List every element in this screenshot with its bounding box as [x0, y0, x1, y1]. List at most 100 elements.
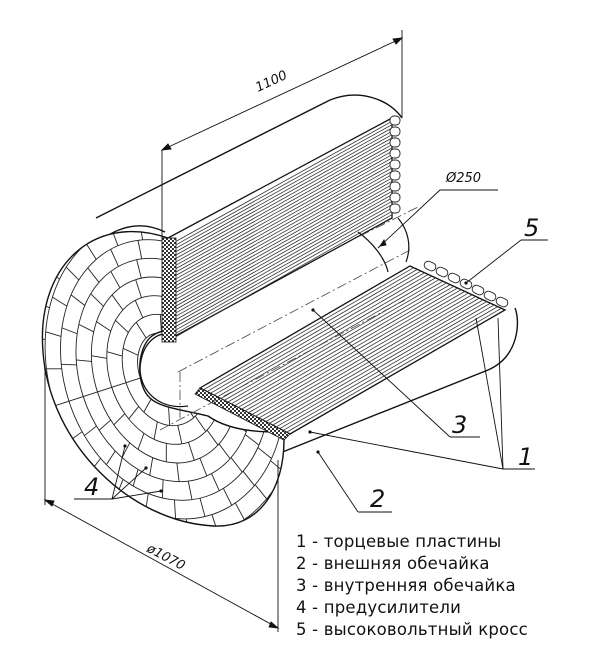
face-block-edge	[261, 293, 275, 304]
crossover-bump	[389, 181, 401, 192]
face-block-edge	[206, 429, 219, 446]
face-block-edge	[137, 433, 145, 450]
face-block-edge	[14, 340, 29, 343]
face-block-edge	[78, 323, 94, 333]
plate-line	[175, 127, 393, 249]
face-block-edge	[42, 240, 55, 254]
face-block-edge	[128, 505, 134, 523]
plate-line	[175, 137, 393, 259]
face-block-edge	[110, 249, 119, 267]
plate-line	[175, 120, 393, 242]
plate-line	[175, 194, 393, 317]
axis-lines	[159, 205, 421, 431]
crossover-bump	[389, 159, 401, 170]
face-block-edge	[185, 518, 190, 527]
crossover-bump	[495, 296, 509, 308]
face-block-edge	[87, 267, 100, 283]
face-block-edge	[17, 304, 32, 311]
face-block-edge	[134, 300, 144, 318]
face-block-edge	[141, 202, 144, 221]
face-block-edge	[135, 279, 142, 298]
face-block-edge	[27, 270, 41, 280]
plate-line	[272, 301, 487, 426]
crossover-bump	[447, 272, 461, 284]
face-block-edge	[85, 231, 96, 238]
dim-outer-diameter-label: ø1070	[143, 541, 187, 574]
dim-length-label: 1100	[253, 68, 289, 96]
face-block-edge	[198, 335, 212, 346]
face-block-edge	[198, 537, 202, 556]
face-block-edge	[42, 405, 55, 411]
face-block-edge	[111, 382, 127, 388]
face-block-edge	[162, 479, 164, 499]
face-block-edge	[173, 499, 177, 519]
plate-line	[175, 174, 393, 297]
face-block-edge	[136, 259, 142, 279]
face-block-edge	[141, 529, 144, 547]
crossover-bump	[435, 266, 449, 278]
face-block-edge	[76, 359, 92, 362]
face-block-edge	[70, 294, 86, 306]
callout-5: 5	[524, 214, 539, 242]
face-block-edge	[194, 415, 207, 432]
face-block-edge	[149, 457, 154, 476]
plate-line	[210, 270, 422, 394]
legend-item-1: 1 - торцевые пластины	[296, 532, 502, 551]
face-block-edge	[65, 266, 80, 281]
crossover-bump	[389, 126, 401, 137]
plate-line	[255, 292, 469, 417]
callout-1: 1	[518, 443, 533, 471]
face-block-edge	[62, 240, 76, 256]
plate-line	[286, 307, 502, 433]
plate-line	[227, 279, 440, 403]
face-block-edge	[98, 419, 111, 431]
face-block-edge	[125, 377, 141, 384]
plate-line	[175, 170, 393, 293]
face-block-edge	[233, 304, 246, 315]
face-block-edge	[61, 363, 77, 366]
crossover-bump	[389, 137, 401, 148]
face-block-edge	[115, 320, 129, 333]
plate-line	[175, 187, 393, 310]
face-block-edge	[68, 396, 84, 402]
plate-line	[217, 274, 429, 398]
face-block-edge	[113, 413, 126, 426]
plate-line	[244, 287, 458, 412]
face-block-edge	[61, 327, 78, 335]
plate-line	[175, 147, 393, 269]
dimension-inner-diameter: Ø250	[377, 171, 498, 249]
plate-line	[175, 130, 393, 252]
face-block-edge	[266, 497, 280, 513]
plate-line	[241, 285, 455, 410]
face-block-edge	[224, 530, 231, 548]
crossover-bump	[471, 284, 485, 296]
plate-line	[251, 291, 466, 415]
face-block-edge	[84, 425, 97, 436]
dim-inner-diameter-label: Ø250	[445, 171, 481, 186]
face-block-edge	[244, 434, 260, 446]
plate-line	[203, 267, 414, 391]
face-block-edge	[55, 436, 69, 447]
face-block-edge	[91, 355, 107, 359]
crossover-bump	[423, 260, 437, 272]
face-block-edge	[199, 199, 203, 216]
face-block-edge	[143, 397, 153, 413]
face-block-edge	[171, 206, 172, 224]
face-block-edge	[254, 315, 269, 324]
plate-line	[175, 177, 393, 300]
lower-plates	[194, 260, 509, 441]
face-block-edge	[199, 458, 208, 477]
plate-line	[175, 167, 393, 290]
plate-line	[213, 272, 425, 396]
crossover-bump	[483, 290, 497, 302]
callout-dots	[123, 281, 468, 493]
face-block-edge	[153, 421, 158, 440]
plate-line	[275, 302, 491, 428]
face-block-edge	[242, 470, 255, 486]
plate-line	[175, 150, 393, 273]
face-block-edge	[100, 487, 109, 504]
crossover-bump	[389, 203, 401, 214]
face-block-edge	[52, 296, 68, 307]
legend-item-4: 4 - предусилители	[296, 598, 462, 617]
face-block-edge	[42, 442, 54, 451]
